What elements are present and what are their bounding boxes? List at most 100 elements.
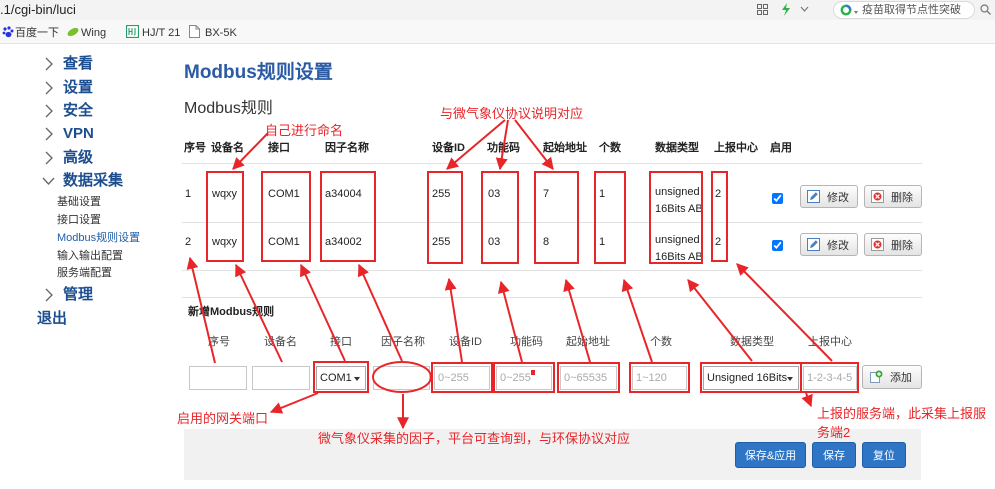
enabled-checkbox[interactable] (772, 193, 783, 204)
save-apply-label: 保存&应用 (744, 450, 797, 462)
cell-start-address: 8 (543, 236, 550, 248)
chevron-down-icon (42, 177, 55, 185)
delete-icon (871, 190, 884, 203)
cell-factor: a34002 (325, 236, 362, 248)
chevron-right-icon (45, 288, 53, 302)
page-title: Modbus规则设置 (184, 62, 333, 83)
chevron-right-icon (45, 57, 53, 71)
add-label-function-code: 功能码 (510, 336, 543, 348)
bookmark-bx5k[interactable]: BX-5K (205, 27, 237, 39)
nav-item-manage[interactable]: 管理 (44, 286, 93, 304)
leaf-icon (67, 27, 79, 37)
cell-function-code: 03 (488, 236, 501, 248)
nav-item-security[interactable]: 安全 (44, 102, 93, 120)
save-button[interactable]: 保存 (812, 442, 856, 468)
add-label-data-type: 数据类型 (730, 336, 774, 348)
nav-sub-interface-settings[interactable]: 接口设置 (57, 214, 101, 226)
delete-button-label: 删除 (891, 239, 913, 252)
cell-function-code: 03 (488, 188, 501, 200)
section-divider (182, 297, 922, 298)
cell-report-center: 2 (715, 236, 722, 248)
enabled-checkbox[interactable] (772, 240, 783, 251)
nav-sub-basic-settings[interactable]: 基础设置 (57, 196, 101, 208)
bookmark-wing[interactable]: Wing (81, 27, 107, 39)
table-divider (182, 270, 922, 271)
nav-item-vpn[interactable]: VPN (44, 125, 94, 143)
save-apply-button[interactable]: 保存&应用 (735, 442, 806, 468)
add-report-center-input[interactable] (803, 366, 857, 390)
reset-label: 复位 (873, 450, 895, 462)
annotation-arrow-gateway-port (269, 392, 319, 414)
add-function-code-input[interactable] (496, 366, 552, 390)
annotation-server-note: 上报的服务端，此采集上报服务端2 (817, 406, 987, 440)
nav-sub-io-config[interactable]: 输入输出配置 (57, 250, 123, 262)
browser-search-text[interactable]: 疫苗取得节点性突破 (862, 4, 961, 16)
nav-logout[interactable]: 退出 (37, 310, 68, 327)
add-count-input[interactable] (632, 366, 687, 390)
search-logo-icon (840, 4, 852, 16)
chevron-right-icon (45, 151, 53, 165)
annotation-box-start-address (534, 171, 579, 264)
browser-search-box[interactable] (833, 1, 975, 19)
add-device-id-input[interactable] (434, 366, 490, 390)
annotation-protocol: 与微气象仪协议说明对应 (440, 106, 584, 121)
search-engine-chevron-icon[interactable] (854, 11, 858, 14)
add-start-address-input[interactable] (560, 366, 617, 390)
nav-item-advanced[interactable]: 高级 (44, 149, 93, 167)
cell-device-id: 255 (432, 236, 451, 248)
cell-start-address: 7 (543, 188, 550, 200)
chevron-right-icon (45, 81, 53, 95)
nav-item-data-collection[interactable]: 数据采集 (42, 172, 123, 190)
annotation-arrow-start-address (563, 278, 591, 363)
add-device-name-input[interactable] (252, 366, 310, 390)
baidu-paw-icon (2, 26, 14, 38)
nav-sub-server-config[interactable]: 服务端配置 (57, 267, 112, 279)
annotation-box-function-code (481, 171, 519, 264)
nav-item-label: 查看 (63, 55, 94, 72)
add-interface-value: COM1 (320, 372, 352, 384)
edit-button[interactable]: 修改 (800, 185, 858, 208)
add-factor-input[interactable] (373, 366, 430, 390)
lightning-icon[interactable] (781, 3, 791, 16)
add-form-title: 新增Modbus规则 (188, 306, 275, 318)
hjt-doc-icon (126, 25, 139, 38)
bookmarks-bar (0, 20, 995, 44)
nav-item-label: 设置 (63, 79, 94, 96)
table-header-device-id: 设备ID (432, 142, 465, 154)
delete-button[interactable]: 删除 (864, 233, 922, 256)
cell-interface: COM1 (268, 188, 300, 200)
table-header-no: 序号 (184, 142, 206, 154)
browser-address-bar (0, 0, 995, 20)
nav-item-view[interactable]: 查看 (44, 55, 93, 73)
edit-button-label: 修改 (827, 239, 849, 252)
delete-button-label: 删除 (891, 191, 913, 204)
cell-no: 1 (185, 188, 192, 200)
delete-button[interactable]: 删除 (864, 185, 922, 208)
address-url[interactable]: .1/cgi-bin/luci (0, 2, 76, 17)
edit-button[interactable]: 修改 (800, 233, 858, 256)
add-label-report-center: 上报中心 (808, 336, 852, 348)
add-rule-button-label: 添加 (890, 372, 912, 384)
add-rule-button[interactable]: 添加 (862, 365, 922, 389)
chevron-down-icon[interactable] (800, 6, 809, 12)
search-icon[interactable] (980, 4, 991, 15)
cell-count: 1 (599, 188, 606, 200)
nav-item-label: 管理 (63, 286, 94, 303)
grid-icon[interactable] (757, 4, 768, 15)
add-data-type-select[interactable]: Unsigned 16Bits (703, 366, 799, 390)
nav-item-settings[interactable]: 设置 (44, 79, 93, 97)
save-label: 保存 (823, 450, 845, 462)
nav-item-label: VPN (63, 125, 94, 142)
chevron-right-icon (45, 104, 53, 118)
add-interface-select[interactable]: COM1 (316, 366, 366, 390)
reset-button[interactable]: 复位 (862, 442, 906, 468)
add-label-no: 序号 (208, 336, 230, 348)
bookmark-baidu[interactable]: 百度一下 (15, 27, 59, 39)
bookmark-hjt[interactable]: HJ/T 21 (142, 27, 181, 39)
annotation-naming: 自己进行命名 (265, 123, 344, 138)
add-no-input[interactable] (189, 366, 247, 390)
cell-device-id: 255 (432, 188, 451, 200)
section-title: Modbus规则 (184, 100, 273, 117)
nav-sub-modbus-rules[interactable]: Modbus规则设置 (57, 232, 141, 244)
cell-report-center: 2 (715, 188, 722, 200)
